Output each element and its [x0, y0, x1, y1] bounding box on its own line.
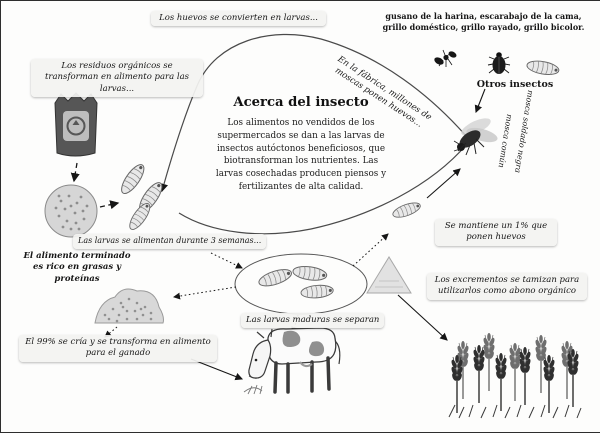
- arrow-insects-to-fly: [474, 88, 486, 114]
- cow-icon: [243, 327, 341, 395]
- label-99-percent: El 99% se cría y se transforma en alimen…: [19, 335, 217, 362]
- ant-icon: [434, 49, 457, 67]
- label-other-insects-list: gusano de la harina, escarabajo de la ca…: [382, 11, 585, 32]
- fly-icon: [453, 118, 498, 156]
- label-eggs-become-larvae: Los huevos se convierten en larvas...: [151, 11, 326, 27]
- arrow-frass-to-wheat: [397, 294, 448, 341]
- arrow-ellipse-to-larva: [352, 233, 389, 267]
- diagram-title: Acerca del insecto: [233, 95, 369, 110]
- arrow-ball-to-larvae: [99, 200, 120, 210]
- organic-matter-icon: [44, 184, 98, 238]
- diagram-body: Los alimentos no vendidos de los superme…: [215, 118, 387, 192]
- waste-bag-icon: [54, 92, 98, 157]
- label-larvae-feeding: Las larvas se alimentan durante 3 semana…: [73, 234, 267, 249]
- label-excrement: Los excrementos se tamizan para utilizar…: [427, 273, 587, 300]
- one-percent-larva-icon: [390, 199, 423, 221]
- young-larvae-icon: [117, 160, 167, 233]
- feed-pile-icon: [94, 288, 164, 324]
- label-other-insects-title: Otros insectos: [476, 79, 554, 90]
- arrow-bag-to-ball: [70, 162, 80, 183]
- label-mature-larvae: Las larvas maduras se separan: [241, 313, 385, 329]
- arrow-larvae-to-ellipse: [210, 252, 243, 269]
- mealworm-icon: [525, 58, 561, 78]
- beetle-icon: [487, 52, 511, 74]
- wheat-icon: [448, 332, 582, 419]
- label-finished-feed: El alimento terminado es rico en grasas …: [23, 251, 131, 284]
- center-text-block: Acerca del insecto Los alimentos no vend…: [211, 95, 391, 194]
- arrow-ellipse-to-feedpile: [173, 286, 237, 300]
- frass-pile-icon: [366, 256, 412, 294]
- label-one-percent: Se mantiene un 1% que ponen huevos: [435, 219, 557, 246]
- label-organic-waste: Los residuos orgánicos se transforman en…: [31, 59, 203, 98]
- arrow-larva-to-fly: [426, 168, 461, 199]
- mature-larvae-ellipse: [234, 253, 368, 315]
- arrow-99-to-cow: [190, 358, 244, 381]
- life-cycle-loop: [159, 33, 468, 235]
